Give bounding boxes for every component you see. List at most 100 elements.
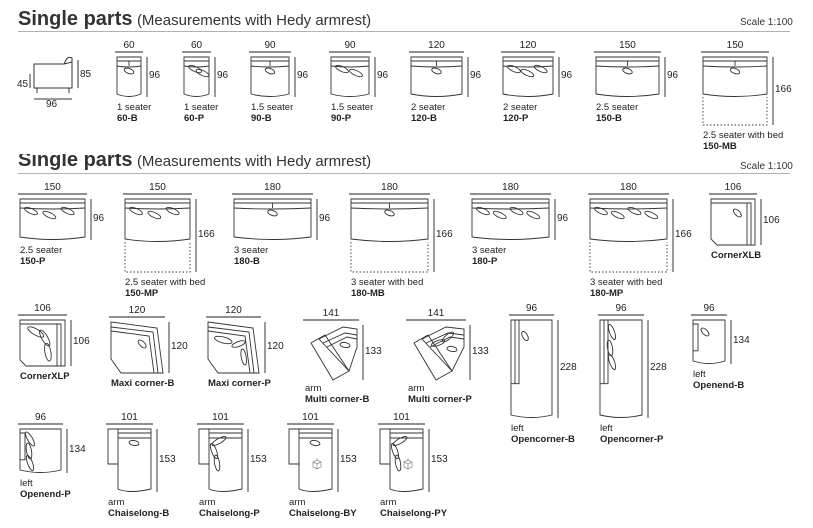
- module-description: left: [511, 423, 524, 434]
- module-caption: Maxi corner-B: [111, 378, 174, 389]
- module-drawing: [701, 51, 774, 126]
- depth-label: 134: [69, 444, 86, 455]
- module-drawing: [378, 423, 430, 492]
- module-caption: 3 seater with bed 180-MP: [590, 277, 662, 299]
- module-code: 90-B: [251, 113, 272, 124]
- depth-label: 96: [561, 70, 573, 81]
- module-drawing: [109, 316, 170, 374]
- module-caption: 1.5 seater 90-P: [331, 102, 373, 124]
- divider: [18, 173, 790, 174]
- width-label: 180: [620, 182, 637, 193]
- module-caption: 2.5 seater 150-P: [20, 245, 62, 267]
- side-view-drawing: [29, 56, 79, 100]
- module-caption: arm Chaiselong-BY: [289, 497, 357, 519]
- module-caption: 2.5 seater 150-B: [596, 102, 638, 124]
- width-label: 150: [44, 182, 61, 193]
- module-drawing: [249, 51, 296, 97]
- module-caption: 3 seater 180-P: [472, 245, 506, 267]
- module-drawing: [197, 423, 249, 492]
- module-drawing: [106, 423, 158, 492]
- width-label: 120: [225, 305, 242, 316]
- width-label: 96: [703, 303, 715, 314]
- module-description: arm: [108, 497, 125, 508]
- module-drawing: [406, 319, 471, 381]
- module-code: Multi corner-B: [305, 394, 370, 405]
- module-drawing: [115, 51, 148, 97]
- module-drawing: [709, 193, 762, 246]
- section-subtitle: (Measurements with Hedy armrest): [136, 12, 372, 29]
- module-code: Chaiselong-B: [108, 508, 170, 519]
- depth-label: 228: [560, 362, 577, 373]
- width-label: 101: [121, 412, 138, 423]
- module-drawing: [588, 193, 674, 273]
- module-description: arm: [305, 383, 322, 394]
- width-label: 96: [34, 412, 47, 423]
- module-drawing: [691, 314, 732, 364]
- module-caption: 1 seater 60-P: [184, 102, 218, 124]
- depth-label: 96: [46, 99, 58, 110]
- module-code: Openend-B: [693, 380, 745, 391]
- module-caption: 1.5 seater 90-B: [251, 102, 293, 124]
- module-caption: 2.5 seater with bed 150-MP: [125, 277, 205, 299]
- width-label: 101: [212, 412, 229, 423]
- module-caption: arm Multi corner-B: [305, 383, 369, 405]
- module-code: 90-P: [331, 113, 352, 124]
- module-caption: CornerXLP: [20, 371, 70, 382]
- depth-label: 106: [73, 336, 90, 347]
- depth-label: 166: [198, 228, 215, 240]
- width-label: 96: [525, 303, 538, 314]
- depth-label: 96: [149, 70, 161, 81]
- depth-label: 153: [250, 453, 267, 465]
- module-code: 180-B: [234, 256, 260, 267]
- module-drawing: [182, 51, 216, 97]
- width-label: 90: [344, 40, 356, 51]
- module-description: 1 seater: [117, 102, 152, 113]
- module-drawing: [501, 51, 560, 97]
- scale-label: Scale 1:100: [740, 161, 793, 172]
- depth-label: 166: [775, 84, 792, 95]
- width-label: 120: [519, 40, 537, 51]
- width-label: 101: [393, 412, 410, 423]
- width-label: 106: [724, 182, 742, 193]
- width-label: 180: [264, 182, 281, 193]
- module-description: 2.5 seater: [596, 102, 639, 113]
- depth-label: 166: [675, 228, 692, 240]
- width-label: 120: [128, 305, 146, 316]
- width-label: 141: [427, 308, 445, 319]
- module-drawing: [594, 51, 666, 97]
- module-drawing: [18, 314, 72, 367]
- module-caption: left Opencorner-B: [511, 423, 575, 445]
- depth-label: 120: [267, 340, 284, 352]
- module-drawing: [470, 193, 556, 240]
- module-code: 180-P: [472, 256, 498, 267]
- module-caption: CornerXLB: [711, 250, 761, 261]
- depth-label: 153: [159, 453, 176, 465]
- module-code: Chaiselong-P: [199, 508, 260, 519]
- depth-label: 106: [763, 215, 780, 226]
- module-description: arm: [408, 383, 425, 394]
- depth-label: 153: [431, 453, 448, 465]
- module-description: 3 seater: [234, 245, 269, 256]
- module-code: 180-MP: [590, 288, 624, 299]
- width-label: 141: [322, 308, 340, 319]
- module-description: 2.5 seater with bed: [125, 277, 206, 288]
- module-description: 1.5 seater: [251, 102, 294, 113]
- module-caption: arm Multi corner-P: [408, 383, 472, 405]
- module-description: left: [20, 478, 33, 489]
- module-drawing: [409, 51, 469, 97]
- module-code: 180-MB: [351, 288, 385, 299]
- depth-label: 133: [365, 345, 382, 357]
- width-label: 180: [502, 182, 519, 193]
- depth-label: 96: [217, 70, 229, 81]
- seat-height-label: 45: [17, 79, 29, 90]
- module-caption: 3 seater with bed 180-MB: [351, 277, 423, 299]
- depth-label: 96: [557, 212, 569, 224]
- depth-label: 96: [470, 70, 482, 81]
- module-description: 3 seater: [472, 245, 507, 256]
- module-description: 2 seater: [411, 102, 446, 113]
- depth-label: 96: [377, 70, 389, 81]
- module-caption: 3 seater 180-B: [234, 245, 268, 267]
- module-description: arm: [380, 497, 397, 508]
- module-code: Openend-P: [20, 489, 71, 500]
